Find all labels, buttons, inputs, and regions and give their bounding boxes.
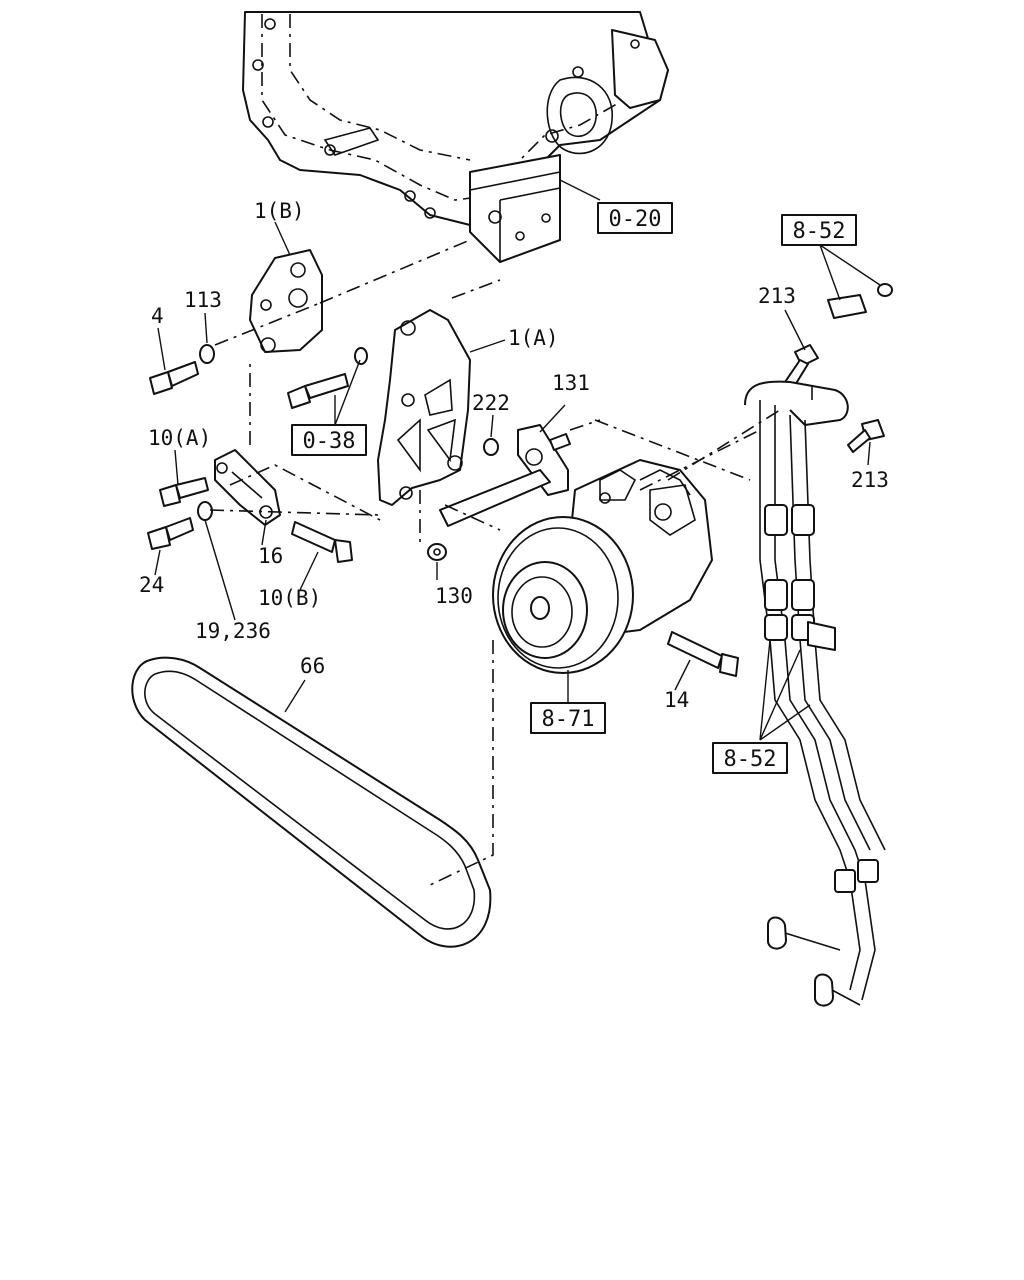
bolt-10b xyxy=(291,521,353,563)
reference-box-8-71: 8-71 xyxy=(530,702,606,734)
label-1b: 1(B) xyxy=(254,199,305,223)
label-66: 66 xyxy=(300,654,325,678)
bolt-10a xyxy=(159,477,209,507)
label-130: 130 xyxy=(435,584,473,608)
bolt-213-lower xyxy=(847,419,885,453)
bolt-0-38 xyxy=(287,347,368,409)
label-16: 16 xyxy=(258,544,283,568)
label-4: 4 xyxy=(151,304,164,328)
label-19-236: 19,236 xyxy=(195,619,271,643)
label-10a: 10(A) xyxy=(148,426,211,450)
label-1a: 1(A) xyxy=(508,326,559,350)
bolt-4 xyxy=(149,361,199,395)
spacer-222 xyxy=(483,438,499,456)
washer-19-236 xyxy=(197,501,213,521)
v-belt xyxy=(131,656,492,948)
pipe-clip xyxy=(827,283,893,319)
label-24: 24 xyxy=(139,573,164,597)
nut-130 xyxy=(427,543,447,561)
reference-8-52-upper: 8-52 xyxy=(793,219,846,244)
washer-113 xyxy=(199,344,215,364)
label-213-upper: 213 xyxy=(758,284,796,308)
bracket-1b xyxy=(249,249,323,353)
reference-0-38: 0-38 xyxy=(303,429,356,454)
reference-8-71: 8-71 xyxy=(542,707,595,732)
reference-8-52-lower: 8-52 xyxy=(724,747,777,772)
label-213-lower: 213 xyxy=(851,468,889,492)
reference-box-0-20: 0-20 xyxy=(597,202,673,234)
reference-box-0-38: 0-38 xyxy=(291,424,367,456)
leader-lines xyxy=(154,179,881,741)
clutch-pulley xyxy=(492,516,634,674)
reference-box-8-52-lower: 8-52 xyxy=(712,742,788,774)
bolt-14 xyxy=(667,631,739,677)
ac-hoses xyxy=(744,380,886,1007)
assembly-lines xyxy=(209,239,813,886)
bolt-24 xyxy=(147,517,194,550)
part-labels: 1(B) 113 4 1(A) 131 222 10(A) 16 24 10(B… xyxy=(139,199,889,712)
label-222: 222 xyxy=(472,391,510,415)
reference-0-20: 0-20 xyxy=(609,207,662,232)
label-10b: 10(B) xyxy=(258,586,321,610)
label-113: 113 xyxy=(184,288,222,312)
label-131: 131 xyxy=(552,371,590,395)
reference-box-8-52-upper: 8-52 xyxy=(781,214,857,246)
engine-housing xyxy=(242,11,669,263)
bracket-1a xyxy=(377,309,471,506)
label-14: 14 xyxy=(664,688,689,712)
bracket-131 xyxy=(439,424,571,527)
bracket-10a xyxy=(214,449,281,526)
